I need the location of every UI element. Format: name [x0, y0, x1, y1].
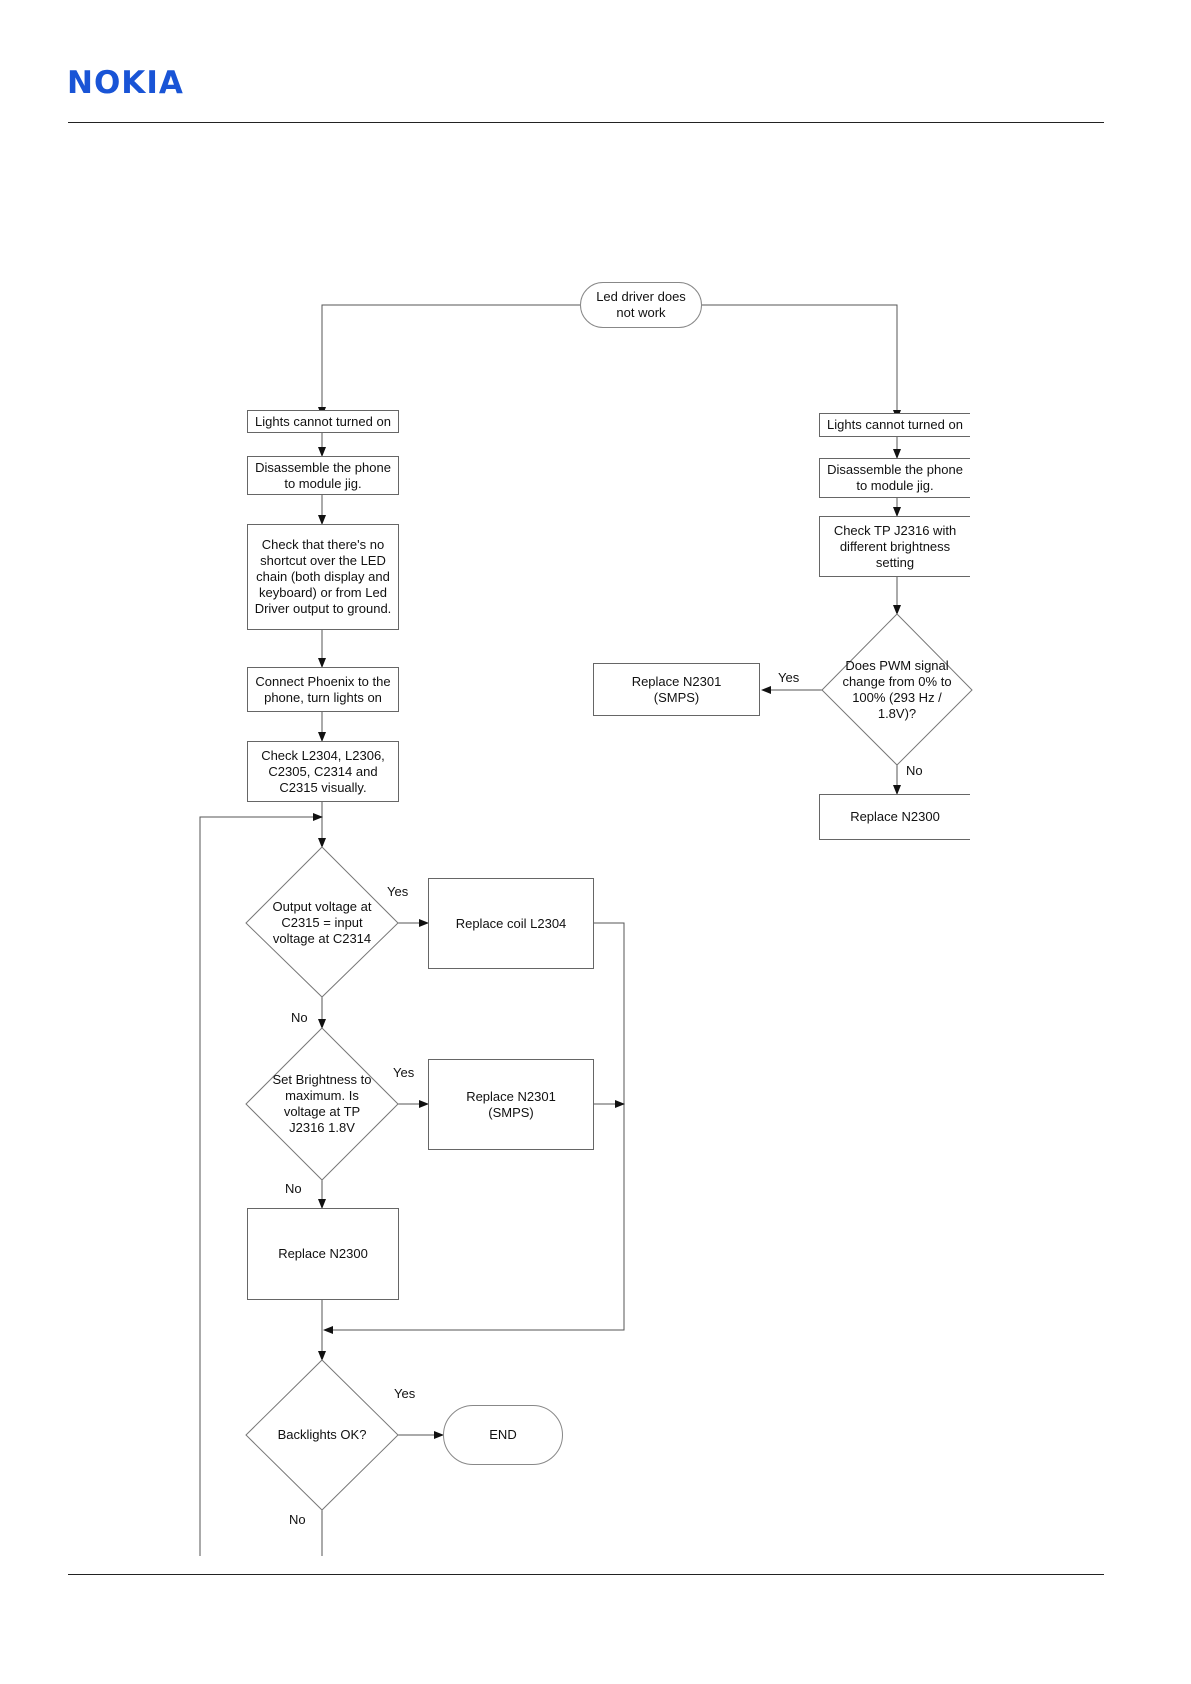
left-lights-off-label: Lights cannot turned on [255, 413, 391, 429]
label-d3-no: No [289, 1512, 306, 1527]
nokia-logo: NOKIA [67, 65, 184, 101]
left-connect-phoenix-label: Connect Phoenix to the phone, turn light… [255, 673, 391, 705]
header-rule [68, 122, 1104, 123]
right-disassemble-box: Disassemble the phone to module jig. [819, 458, 970, 498]
edge-loop-back [199, 813, 323, 1556]
decision-output-voltage-label: Output voltage at C2315 = input voltage … [272, 899, 372, 946]
right-lights-off-box: Lights cannot turned on [819, 413, 970, 437]
right-check-tp-box: Check TP J2316 with different brightness… [819, 516, 970, 577]
right-check-tp-label: Check TP J2316 with different brightness… [833, 522, 957, 570]
replace-coil-label: Replace coil L2304 [455, 915, 567, 931]
left-replace-n2300-label: Replace N2300 [278, 1246, 368, 1261]
left-replace-n2301-label: Replace N2301 (SMPS) [466, 1088, 556, 1120]
left-disassemble-label: Disassemble the phone to module jig. [255, 459, 391, 491]
end-terminator: END [443, 1405, 563, 1465]
decision-pwm [821, 613, 973, 766]
footer-rule [68, 1574, 1104, 1575]
left-connect-phoenix-box: Connect Phoenix to the phone, turn light… [247, 667, 399, 712]
right-replace-n2300-box: Replace N2300 [819, 794, 970, 840]
label-d2-yes: Yes [393, 1065, 415, 1080]
left-check-visually-label: Check L2304, L2306, C2305, C2314 and C23… [261, 747, 385, 795]
edge-coil-merge [323, 922, 625, 1334]
edge-start-left [318, 304, 581, 417]
left-check-shortcut-label: Check that there's no shortcut over the … [254, 537, 392, 616]
left-replace-n2300-box: Replace N2300 [247, 1208, 399, 1300]
left-check-visually-box: Check L2304, L2306, C2305, C2314 and C23… [247, 741, 399, 802]
edge-start-right [701, 304, 901, 420]
label-d2-no: No [285, 1181, 302, 1196]
start-label: Led driver does not work [596, 289, 686, 320]
label-d1-no: No [291, 1010, 308, 1025]
decision-backlights-text: Backlights OK? [262, 1420, 382, 1450]
label-d3-yes: Yes [394, 1386, 416, 1401]
label-pwm-no: No [906, 763, 923, 778]
label-pwm-yes: Yes [778, 670, 800, 685]
right-lights-off-label: Lights cannot turned on [827, 417, 963, 432]
decision-brightness-label: Set Brightness to maximum. Is voltage at… [272, 1072, 372, 1135]
decision-pwm-text: Does PWM signal change from 0% to 100% (… [834, 654, 960, 726]
decision-brightness [245, 1027, 399, 1181]
decision-output-voltage-text: Output voltage at C2315 = input voltage … [262, 889, 382, 957]
decision-brightness-text: Set Brightness to maximum. Is voltage at… [262, 1070, 382, 1138]
end-label: END [489, 1427, 517, 1442]
left-check-shortcut-box: Check that there's no shortcut over the … [247, 524, 399, 630]
right-disassemble-label: Disassemble the phone to module jig. [827, 462, 963, 493]
start-terminator: Led driver does not work [580, 282, 702, 328]
left-replace-n2301-box: Replace N2301 (SMPS) [428, 1059, 594, 1150]
label-d1-yes: Yes [387, 884, 409, 899]
right-replace-n2301-label: Replace N2301 (SMPS) [631, 673, 722, 705]
replace-coil-box: Replace coil L2304 [428, 878, 594, 969]
right-replace-n2301-box: Replace N2301 (SMPS) [593, 663, 760, 716]
decision-pwm-label: Does PWM signal change from 0% to 100% (… [842, 658, 952, 721]
right-replace-n2300-label: Replace N2300 [850, 809, 940, 824]
left-disassemble-box: Disassemble the phone to module jig. [247, 456, 399, 495]
decision-output-voltage [245, 846, 399, 998]
decision-backlights [245, 1359, 399, 1511]
decision-backlights-label: Backlights OK? [277, 1427, 367, 1442]
left-lights-off-box: Lights cannot turned on [247, 410, 399, 433]
